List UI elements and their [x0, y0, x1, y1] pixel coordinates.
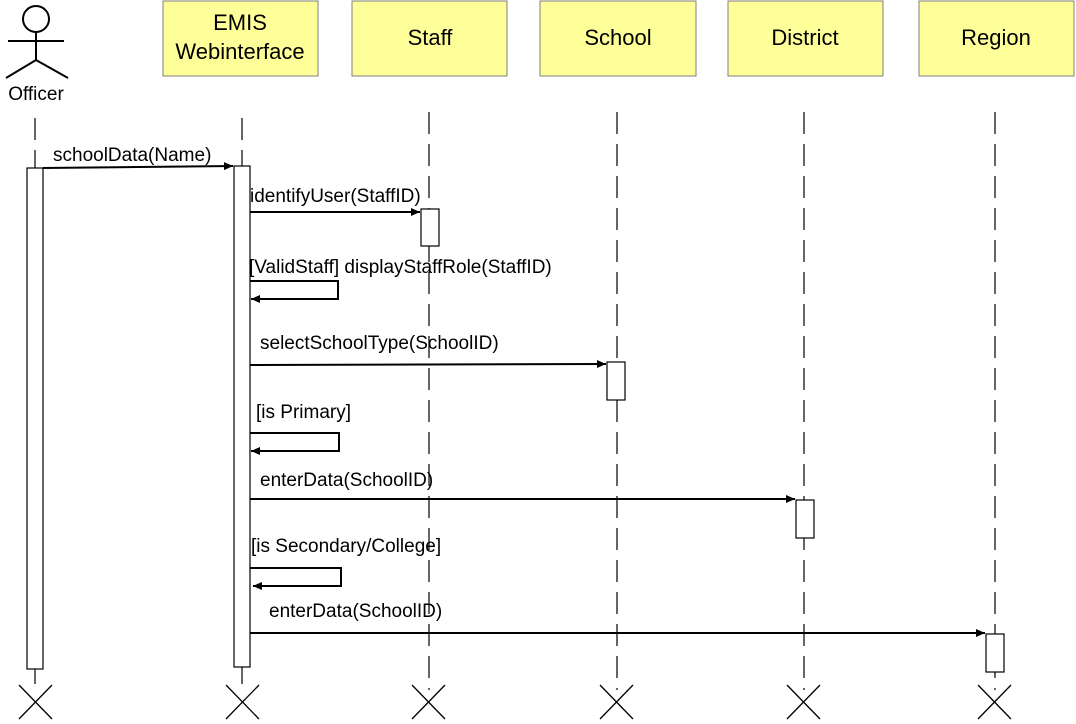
participant-region: Region [918, 0, 1075, 77]
message-schooldata: schoolData(Name) [42, 145, 234, 171]
message-arrow [249, 360, 607, 369]
message-label: selectSchoolType(SchoolID) [260, 333, 499, 354]
message-enterdata-district: enterData(SchoolID) [250, 470, 795, 503]
message-label: schoolData(Name) [53, 145, 211, 166]
participant-box [351, 0, 508, 77]
self-message-arrow [250, 567, 342, 590]
actor-label: Officer [8, 84, 64, 105]
destroy-mark-emis-webinterface [225, 684, 260, 720]
participant-box [539, 0, 697, 77]
message-displaystaffrole: [ValidStaff] displayStaffRole(StaffID) [249, 257, 552, 303]
activation-district [795, 499, 815, 539]
activation-region [985, 633, 1005, 673]
participant-label: School [584, 25, 651, 50]
participant-box [727, 0, 884, 77]
actor-head [22, 5, 50, 33]
participant-district: District [727, 0, 884, 77]
activation-officer [26, 167, 44, 670]
participant-emis-webinterface: EMIS Webinterface [162, 0, 319, 77]
destroy-mark-district [786, 684, 821, 720]
destroy-mark-school [599, 684, 634, 720]
activation-emis-webinterface [233, 165, 251, 668]
destroy-mark-officer [18, 684, 53, 720]
self-message-arrow [250, 280, 339, 303]
participant-label: Staff [408, 25, 454, 50]
actor-officer: Officer [5, 5, 69, 105]
participant-label-line1: EMIS [213, 10, 267, 35]
participant-box [162, 0, 319, 77]
activation-school [606, 361, 626, 401]
message-label: enterData(SchoolID) [269, 601, 442, 622]
self-message-arrow [250, 432, 340, 455]
participant-label-line2: Webinterface [175, 39, 304, 64]
destroy-mark-staff [411, 684, 446, 720]
participant-box [918, 0, 1075, 77]
message-label: enterData(SchoolID) [260, 470, 433, 491]
message-is-primary: [is Primary] [250, 402, 351, 455]
participant-label: District [771, 25, 838, 50]
message-label: [is Primary] [256, 402, 351, 423]
message-label: [ValidStaff] displayStaffRole(StaffID) [249, 257, 552, 278]
message-arrow [42, 162, 234, 171]
message-label: [is Secondary/College] [251, 536, 441, 557]
message-selectschooltype: selectSchoolType(SchoolID) [249, 333, 607, 369]
participant-label: Region [961, 25, 1031, 50]
participant-staff: Staff [351, 0, 508, 77]
message-enterdata-region: enterData(SchoolID) [250, 601, 985, 637]
activation-staff [420, 208, 440, 247]
destroy-mark-region [977, 684, 1012, 720]
message-is-secondary-college: [is Secondary/College] [250, 536, 441, 590]
message-identifyuser: identifyUser(StaffID) [250, 186, 421, 216]
participant-school: School [539, 0, 697, 77]
message-label: identifyUser(StaffID) [250, 186, 421, 207]
